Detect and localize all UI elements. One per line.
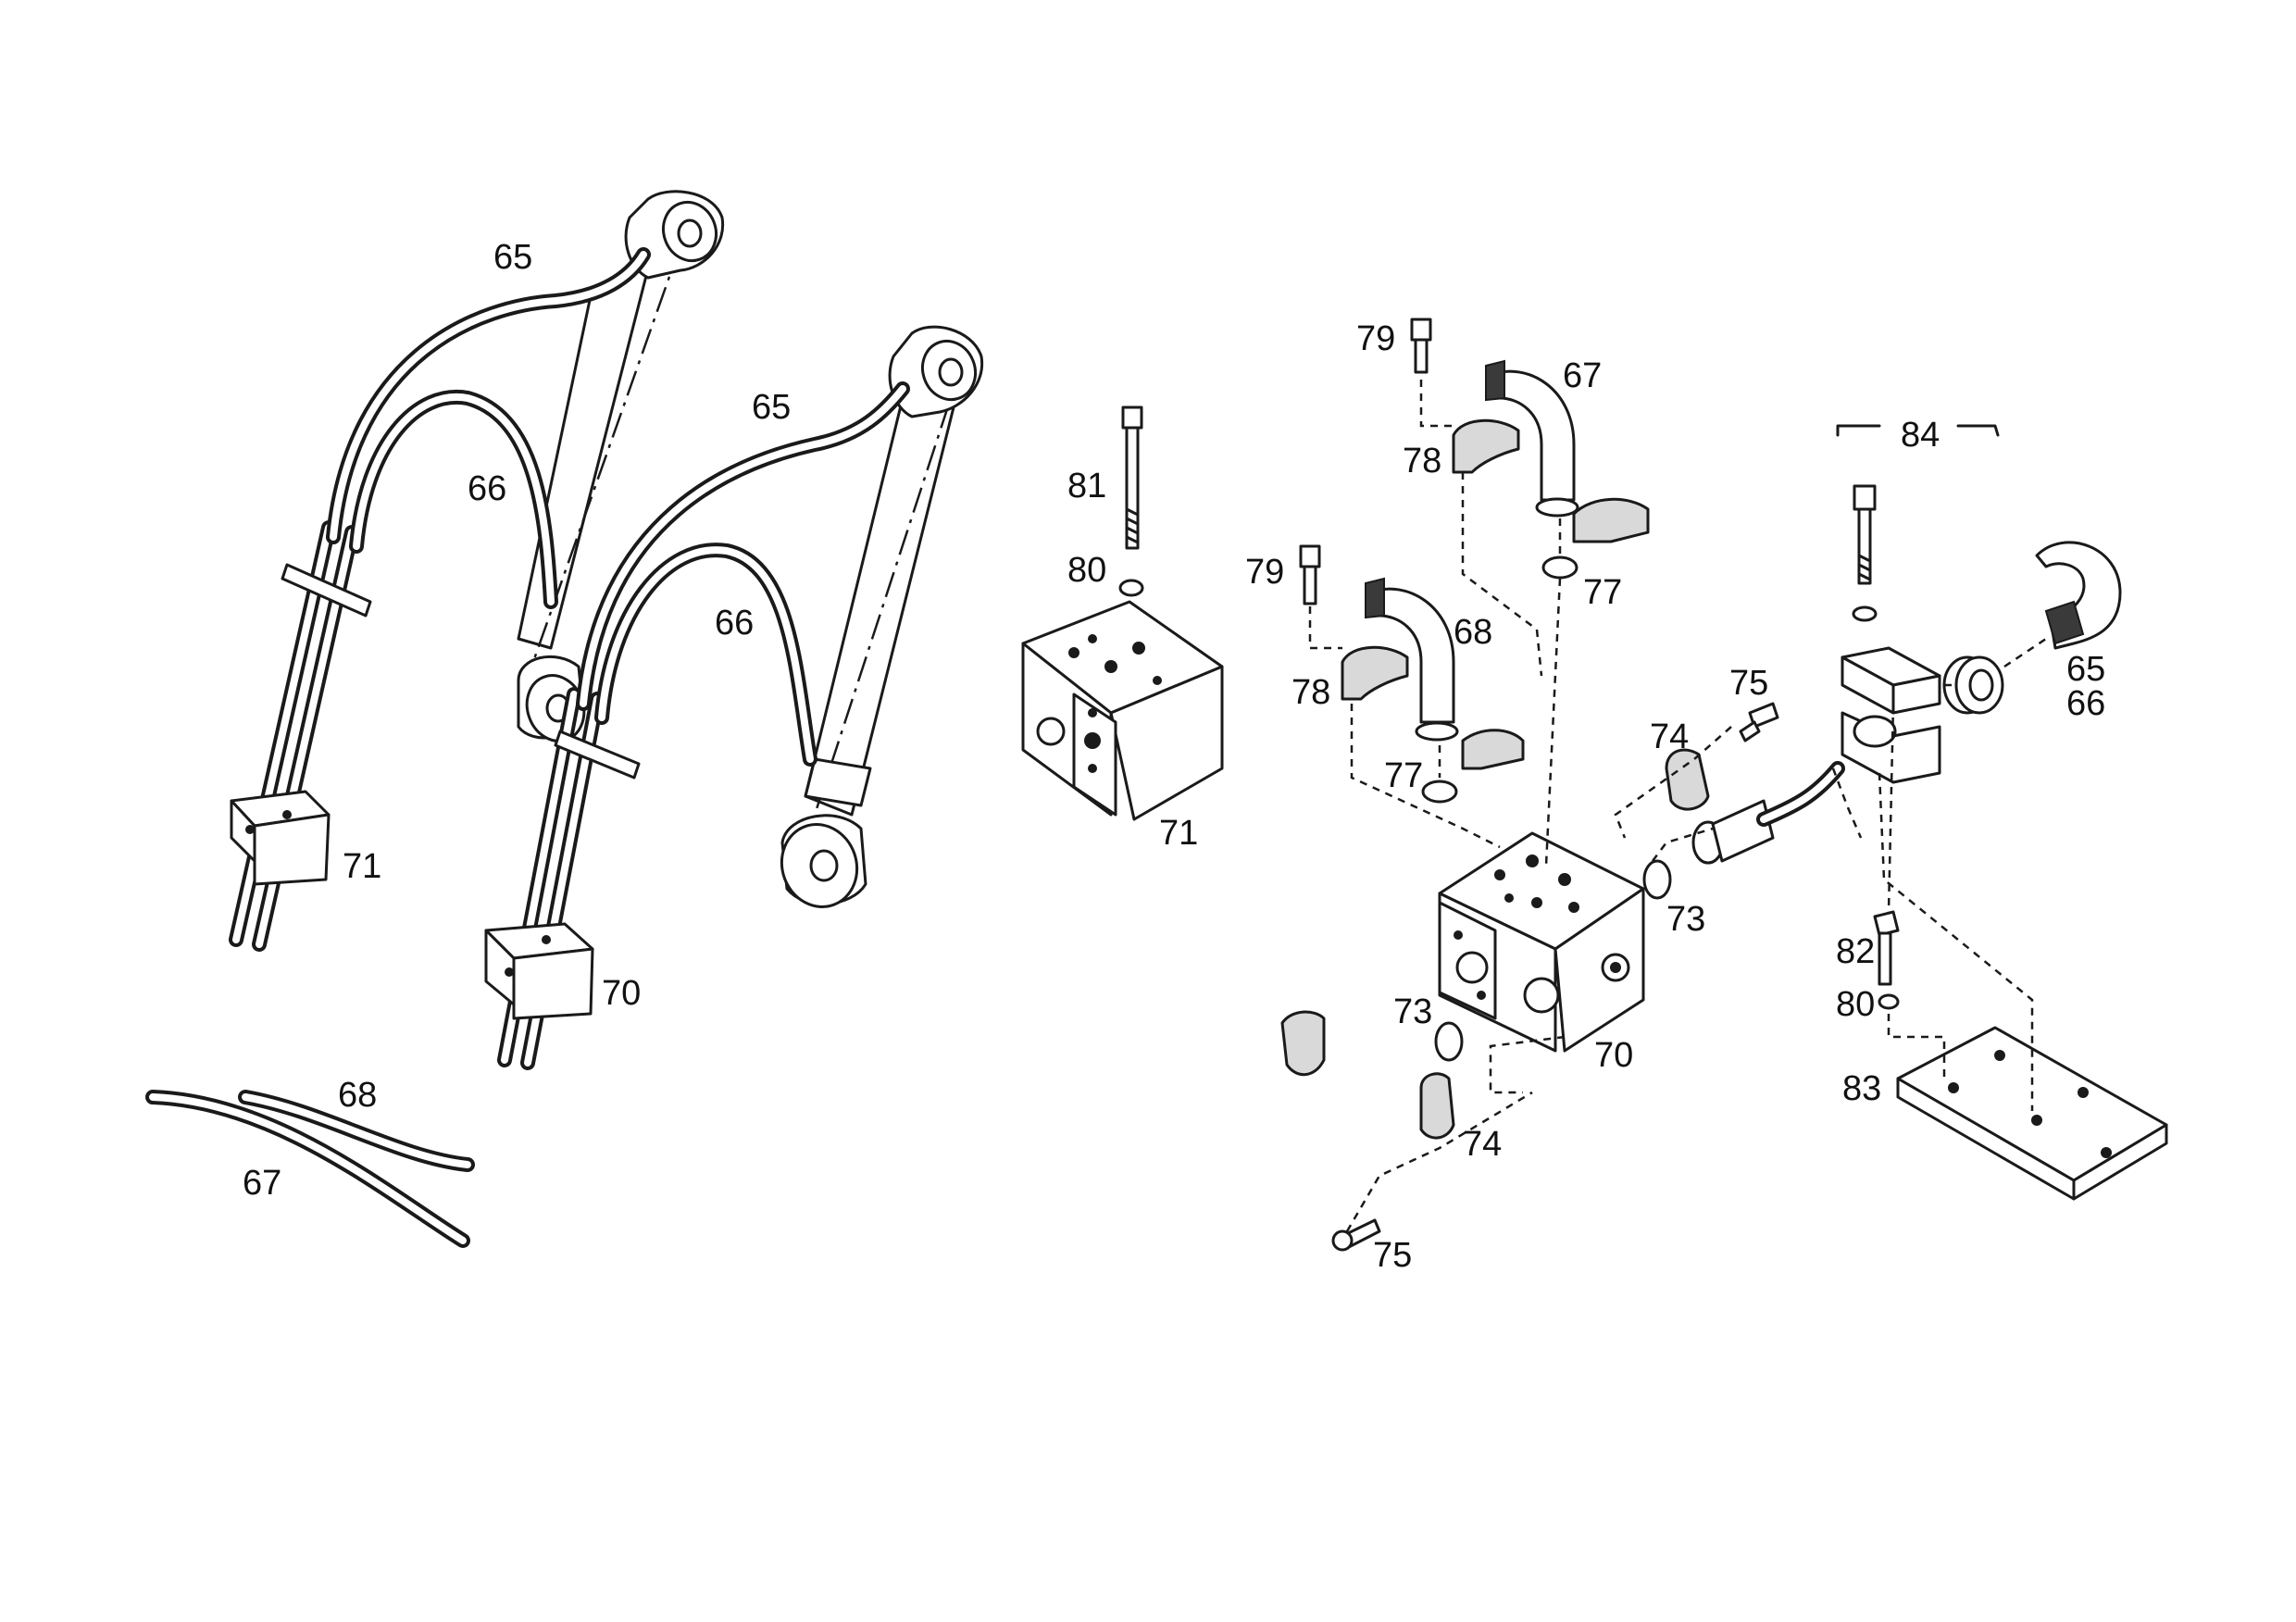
hose-fitting-center [1691, 761, 1845, 865]
elbow-67 [1485, 359, 1579, 518]
label-66-mid: 66 [715, 604, 754, 643]
oring-77-upper [1541, 555, 1578, 580]
plate-83 [1896, 1026, 2168, 1201]
label-84: 84 [1901, 416, 1940, 455]
label-75-upper: 75 [1729, 664, 1768, 703]
label-79-upper: 79 [1356, 319, 1395, 358]
label-83: 83 [1842, 1069, 1881, 1108]
label-80-top: 80 [1067, 551, 1106, 590]
label-74-upper: 74 [1650, 717, 1689, 756]
screw-75-upper [1739, 702, 1779, 742]
oring-77-lower [1421, 780, 1458, 804]
block-70-mounted [484, 922, 594, 1020]
block-71-mounted [230, 790, 331, 886]
clamp-74-lower [1419, 1072, 1455, 1140]
clamp-74-far-left [1280, 1010, 1326, 1077]
label-78-upper: 78 [1403, 442, 1441, 480]
bolt-82 [1873, 910, 1900, 986]
label-66-left: 66 [468, 469, 506, 508]
loose-hoses [145, 1090, 475, 1248]
bolt-81 [1121, 406, 1143, 550]
label-65-fitting: 65 [2066, 650, 2105, 689]
clamp-78-upper [1452, 418, 1520, 474]
cylinder-front [780, 325, 984, 908]
label-70-left: 70 [602, 974, 641, 1013]
washer-80-bottom [1878, 993, 1900, 1010]
label-73-left: 73 [1393, 992, 1432, 1031]
oring-73-left [1434, 1021, 1464, 1062]
label-77-lower: 77 [1384, 756, 1423, 795]
label-68-elbow: 68 [1454, 613, 1492, 652]
screw-75-lower [1331, 1218, 1381, 1252]
clamp-lower-right-half [1461, 729, 1525, 770]
label-71-left: 71 [343, 847, 381, 886]
label-78-lower: 78 [1292, 673, 1330, 712]
label-66-fitting: 66 [2066, 684, 2105, 723]
hose-66-left [349, 389, 558, 609]
callout-labels: 65 66 65 66 71 70 68 67 81 80 71 79 78 6… [243, 238, 2105, 1275]
label-65-left: 65 [493, 238, 532, 277]
label-77-upper: 77 [1583, 573, 1622, 612]
hose-66-mid [594, 543, 817, 767]
label-71-exploded: 71 [1159, 814, 1198, 853]
tube-clip-upper-left [281, 563, 372, 618]
washer-80-top [1118, 579, 1144, 597]
clamp-74-upper [1665, 748, 1710, 811]
fitting-elbow-65-66 [2035, 541, 2122, 650]
label-79-lower: 79 [1245, 553, 1284, 592]
block-70-exploded [1438, 831, 1645, 1053]
label-82: 82 [1836, 932, 1875, 971]
oring-73-right [1642, 859, 1672, 900]
label-74-lower: 74 [1463, 1125, 1502, 1164]
fitting-nut [1942, 655, 2004, 715]
hose-65-mid [576, 381, 910, 711]
label-81: 81 [1067, 467, 1106, 505]
elbow-68 [1365, 577, 1459, 742]
assembly-lines [1308, 380, 2047, 1232]
label-73-right: 73 [1666, 900, 1705, 939]
label-65-mid: 65 [752, 388, 791, 427]
label-67-loose: 67 [243, 1164, 281, 1203]
clamp-78-lower [1341, 645, 1409, 701]
screw-79-upper [1410, 318, 1432, 374]
block-71-exploded [1021, 600, 1224, 821]
left-cylinder-assembly [229, 190, 984, 1070]
label-75-lower: 75 [1373, 1236, 1412, 1275]
label-67-elbow: 67 [1563, 356, 1602, 395]
label-68-loose: 68 [338, 1076, 377, 1115]
bracket-bracket-84 [1836, 424, 2000, 784]
tube-clip-upper-right [554, 730, 641, 780]
label-80-bottom: 80 [1836, 985, 1875, 1024]
hose-65-left [326, 247, 651, 544]
label-70-exploded: 70 [1594, 1036, 1633, 1075]
clamp-upper-right-half [1572, 497, 1650, 543]
screw-79-lower [1299, 544, 1321, 605]
